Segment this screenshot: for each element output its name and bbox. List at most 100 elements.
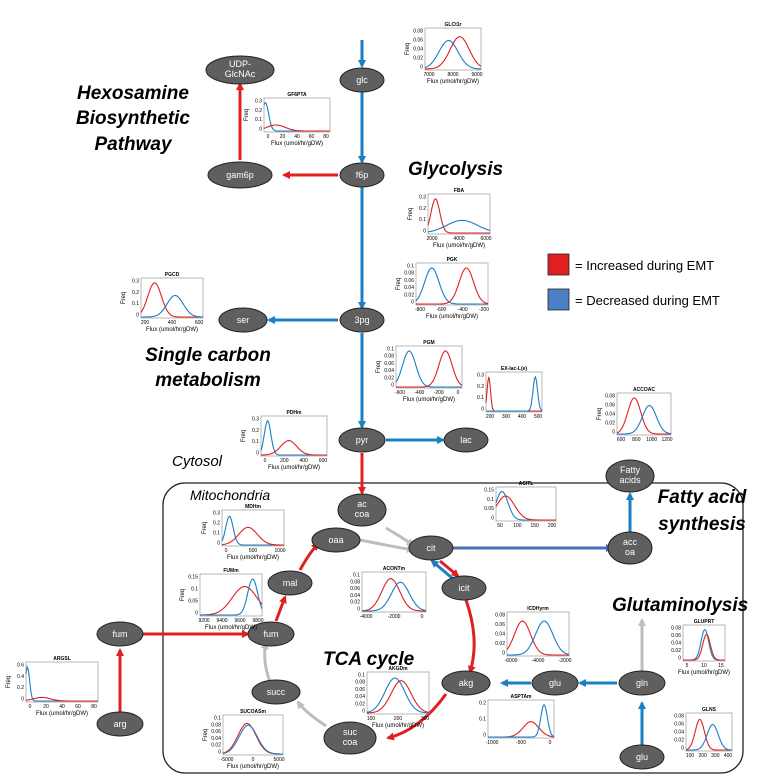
plot-frame	[25, 661, 99, 703]
plot-xtick: -1000	[486, 740, 499, 746]
plot-title: FUMm	[223, 568, 239, 574]
plot-ytick: 0.08	[674, 714, 684, 720]
plot-xtick: 1000	[274, 548, 285, 554]
plot-ytick: 0.1	[479, 717, 486, 723]
plot-ytick: 0.1	[358, 673, 365, 679]
plot-ytick: 0	[483, 733, 486, 739]
plot-ytick: 0.2	[419, 206, 426, 212]
node-glu-cytosol[interactable]: glu	[619, 744, 665, 770]
single-carbon-title-2: metabolism	[155, 370, 261, 391]
plot-title: MDHm	[245, 504, 261, 510]
node-gam6p[interactable]: gam6p	[207, 161, 273, 189]
plot-ytick: 0.1	[487, 497, 494, 503]
node-fum-mito[interactable]: fum	[247, 621, 295, 647]
plot-ytick: 0.1	[353, 573, 360, 579]
plot-ytick: 0.6	[17, 663, 24, 669]
node-succoa[interactable]: suc coa	[323, 721, 377, 755]
plot-ytick: 0.2	[132, 290, 139, 296]
plot-ytick: 0.3	[477, 373, 484, 379]
svg-text:acc: acc	[623, 537, 638, 547]
node-accoa-mito[interactable]: ac coa	[337, 493, 387, 527]
node-3pg[interactable]: 3pg	[339, 307, 385, 333]
decreased-distribution-curve	[415, 267, 488, 305]
plot-xtick: 40	[59, 704, 65, 710]
plot-ytick: 0.1	[214, 716, 221, 722]
node-gln[interactable]: gln	[618, 670, 666, 696]
plot-ytick: 0.1	[255, 117, 262, 123]
plot-ytick: 0.3	[255, 99, 262, 105]
node-acc-oa[interactable]: acc oa	[607, 531, 653, 565]
legend-decreased-label: = Decreased during EMT	[575, 293, 720, 308]
node-akg[interactable]: akg	[441, 670, 491, 696]
plot-ytick: 0.2	[477, 384, 484, 390]
node-succ[interactable]: succ	[251, 679, 301, 705]
plot-ytick: 0.2	[213, 521, 220, 527]
decreased-distribution-curve	[686, 723, 732, 751]
svg-text:ac: ac	[357, 499, 367, 509]
plot-ytick: 0	[423, 229, 426, 235]
plot-ytick: 0	[678, 656, 681, 662]
plot-xtick: 0	[225, 548, 228, 554]
svg-text:f6p: f6p	[356, 170, 369, 180]
plot-ylabel: Freq	[121, 292, 127, 304]
plot-xtick: -400	[458, 307, 468, 313]
node-fatty-acids[interactable]: Fatty acids	[605, 459, 655, 493]
plot-xtick: 4000	[453, 236, 464, 242]
plot-ytick: 0.06	[495, 622, 505, 628]
node-cit[interactable]: cit	[408, 535, 454, 561]
plot-xtick: 100	[513, 523, 522, 529]
icit-to-cit-arrow	[430, 559, 453, 580]
plot-ytick: 0.15	[188, 575, 198, 581]
node-icit[interactable]: icit	[441, 575, 487, 601]
plot-ytick: 0.04	[605, 412, 615, 418]
plot-ytick: 0.04	[413, 47, 423, 53]
node-arg[interactable]: arg	[96, 711, 144, 737]
node-mal[interactable]: mal	[267, 570, 313, 596]
plot-ytick: 0	[481, 407, 484, 413]
node-glu-mito[interactable]: glu	[531, 670, 579, 696]
node-f6p[interactable]: f6p	[339, 162, 385, 188]
plot-ytick: 0	[256, 451, 259, 457]
plot-xtick: -500	[516, 740, 526, 746]
plot-title: ASPTAm	[510, 694, 532, 700]
plot-ytick: 0	[217, 541, 220, 547]
hexosamine-title-1: Hexosamine	[77, 83, 189, 104]
plot-ylabel: Freq	[180, 589, 186, 601]
increased-distribution-curve	[361, 578, 426, 612]
increased-distribution-curve	[221, 526, 284, 546]
node-oaa[interactable]: oaa	[311, 527, 361, 553]
svg-text:oa: oa	[625, 547, 635, 557]
plot-ylabel: Freq	[244, 109, 250, 121]
cit-to-icit-arrow	[439, 559, 460, 578]
plot-xtick: 7000	[423, 72, 434, 78]
glycolysis-title: Glycolysis	[408, 159, 503, 180]
plot-ytick: 0.06	[211, 729, 221, 735]
plot-ytick: 0.02	[413, 56, 423, 62]
decreased-distribution-curve	[362, 581, 427, 612]
svg-text:3pg: 3pg	[354, 315, 369, 325]
plot-xtick: 9600	[234, 618, 245, 624]
plot-xlabel: Flux (umol/hr/gDW)	[268, 465, 320, 471]
node-pyr[interactable]: pyr	[338, 427, 386, 453]
plot-ylabel: Freq	[6, 676, 12, 688]
node-lac[interactable]: lac	[443, 427, 489, 453]
node-ser[interactable]: ser	[218, 307, 268, 333]
plot-xtick: 0	[267, 134, 270, 140]
plot-ytick: 0.04	[671, 641, 681, 647]
node-udp-glcnac[interactable]: UDP- GlcNAc	[205, 55, 275, 85]
node-fum-cytosol[interactable]: fum	[96, 621, 144, 647]
plot-xtick: -600	[395, 390, 405, 396]
node-glc[interactable]: glc	[339, 67, 385, 93]
plot-xlabel: Flux (umol/hr/gDW)	[372, 723, 424, 729]
svg-text:succ: succ	[267, 687, 286, 697]
legend: = Increased during EMT = Decreased durin…	[547, 253, 720, 311]
plot-xtick: 200	[698, 753, 707, 759]
svg-text:glc: glc	[356, 75, 368, 85]
svg-text:ser: ser	[237, 315, 250, 325]
